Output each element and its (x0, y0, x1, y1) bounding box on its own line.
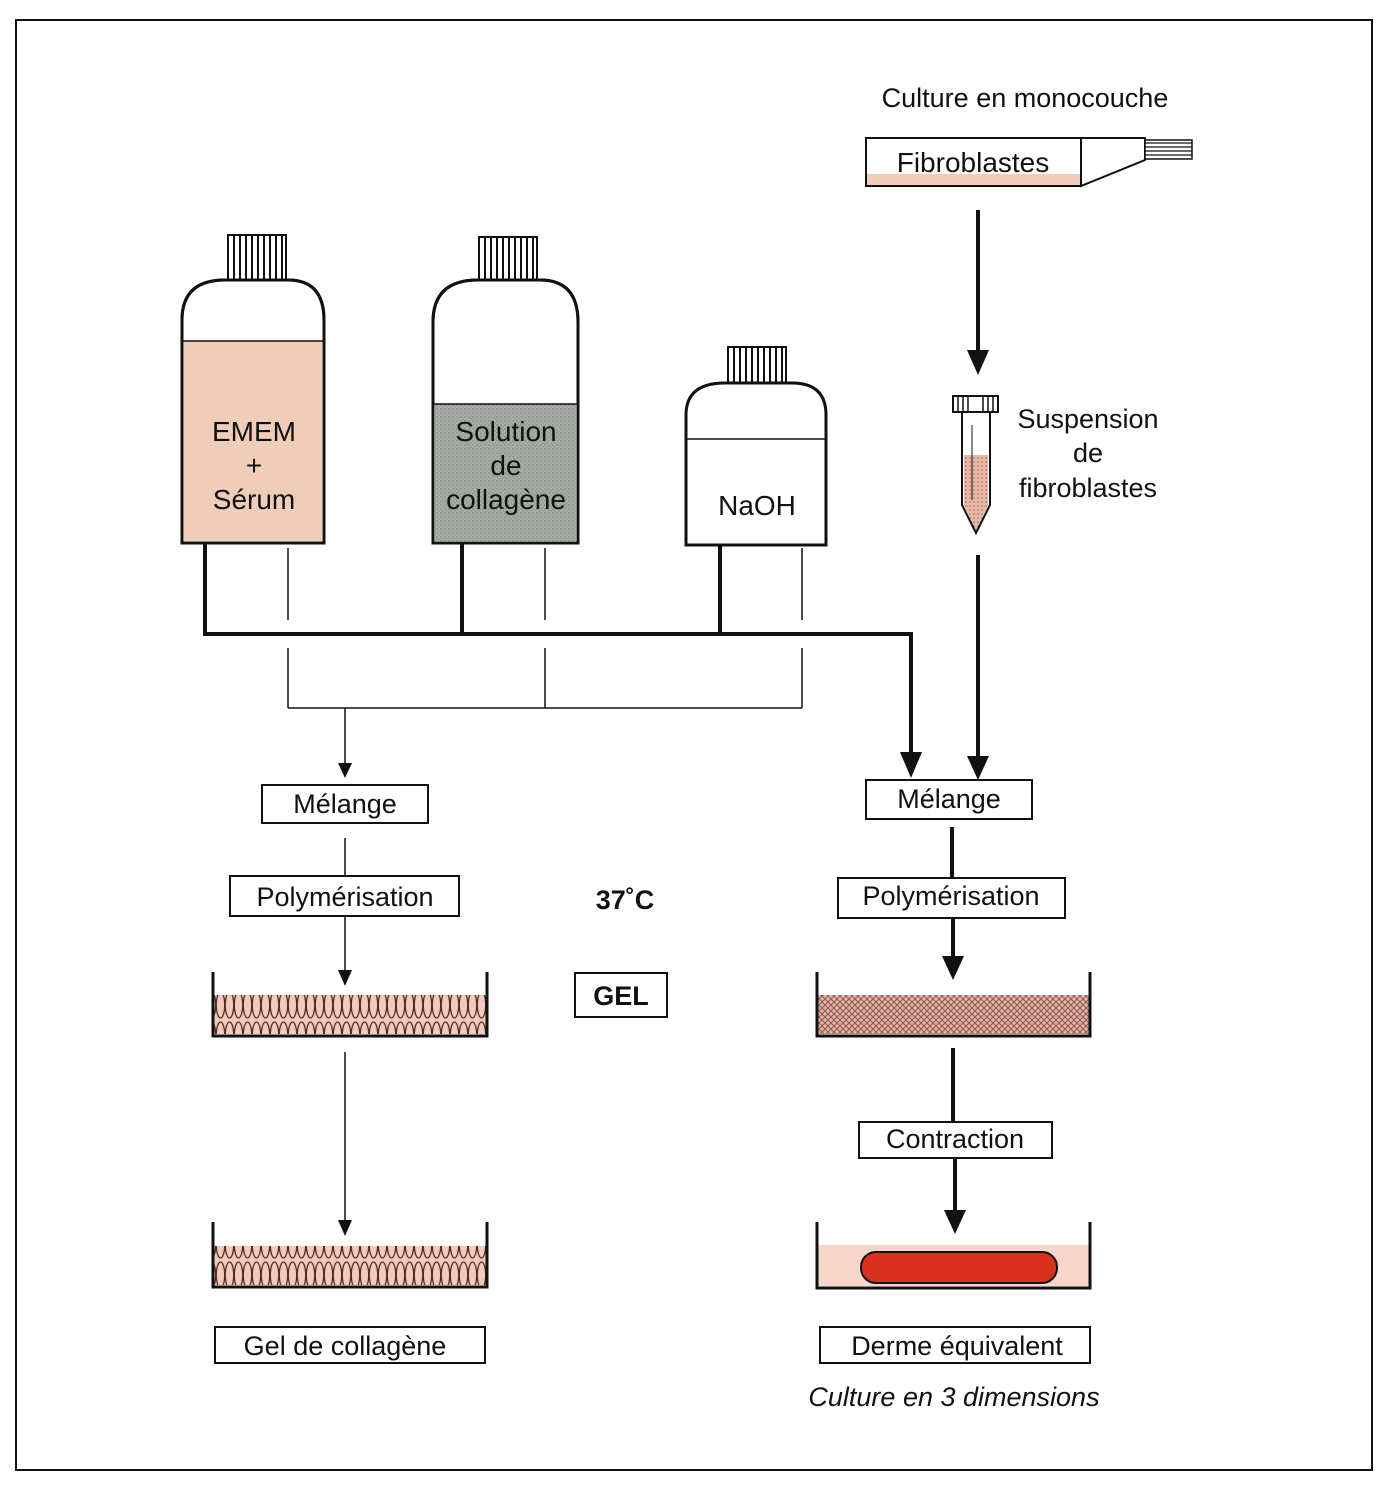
gel-box (574, 972, 668, 1018)
contraction-label: Contraction (886, 1124, 1024, 1154)
thin-connector (287, 548, 803, 766)
left-melange-box (261, 784, 429, 824)
three-d-caption: Culture en 3 dimensions (808, 1382, 1099, 1412)
bottle-collagen-label-3: collagène (446, 484, 566, 515)
thick-connector (203, 543, 913, 754)
bottle-emem-serum (180, 234, 326, 545)
arrowhead (944, 1210, 966, 1234)
left-polymerisation-box (229, 875, 460, 917)
monolayer-title: Culture en monocouche (882, 83, 1169, 113)
contraction-box (858, 1121, 1053, 1159)
flask-cap (1144, 139, 1193, 160)
arrowhead (900, 752, 922, 778)
suspension-label-3: fibroblastes (1019, 473, 1157, 503)
derme-dish (815, 1222, 1092, 1290)
bottle-emem-label-1: EMEM (212, 416, 296, 447)
left-gel-dish (211, 972, 489, 1038)
suspension-label-1: Suspension (1017, 404, 1158, 434)
outer-frame (15, 19, 1373, 1471)
arrowhead (338, 763, 352, 778)
arrowhead (338, 970, 352, 986)
right-melange-box (865, 779, 1033, 820)
left-result-label: Gel de collagène (244, 1331, 447, 1361)
right-gel-dish (815, 972, 1092, 1038)
bottle-collagen-label-2: de (490, 450, 521, 481)
arrowhead (338, 1220, 352, 1236)
left-result-box (214, 1326, 486, 1364)
flask-label: Fibroblastes (897, 147, 1050, 178)
left-result-dish (211, 1222, 489, 1289)
left-melange-label: Mélange (293, 789, 397, 819)
right-result-label: Derme équivalent (851, 1331, 1063, 1361)
arrowhead (967, 350, 989, 375)
bottle-collagen-solution (431, 236, 580, 545)
gel-label: GEL (593, 981, 649, 1011)
arrowhead (942, 956, 964, 980)
bottle-naoh (684, 346, 828, 547)
bottle-emem-label-2: + (246, 450, 262, 481)
temperature-label: 37˚C (596, 885, 655, 915)
culture-flask (865, 137, 1193, 188)
bottle-emem-label-3: Sérum (213, 484, 295, 515)
left-polymerisation-label: Polymérisation (256, 882, 433, 912)
right-polymerisation-label: Polymérisation (862, 881, 1039, 911)
right-polymerisation-box (837, 877, 1066, 919)
bottle-collagen-label-1: Solution (455, 416, 556, 447)
centrifuge-tube (952, 395, 999, 536)
suspension-label-2: de (1073, 438, 1103, 468)
right-result-box (819, 1326, 1091, 1364)
right-melange-label: Mélange (897, 784, 1001, 814)
arrowhead (967, 756, 989, 780)
bottle-naoh-label: NaOH (718, 490, 796, 521)
